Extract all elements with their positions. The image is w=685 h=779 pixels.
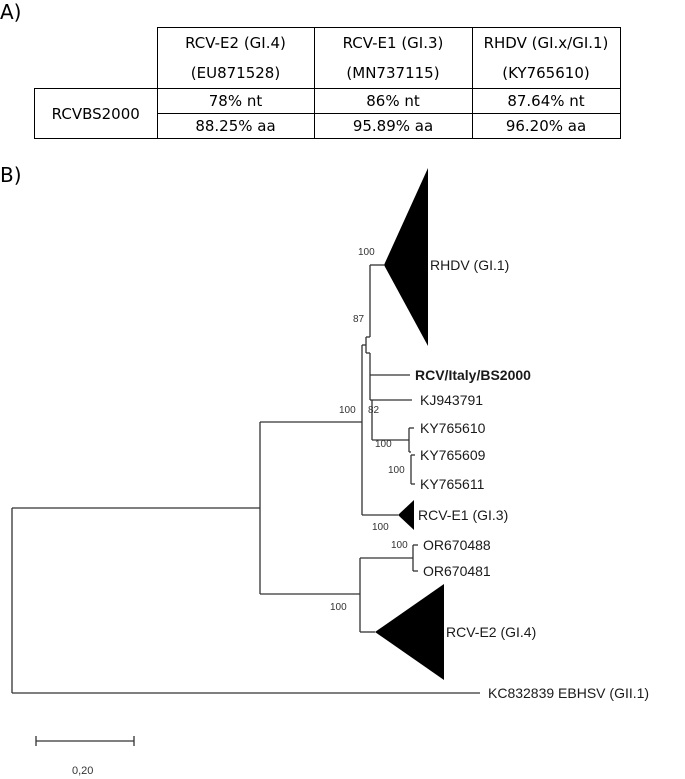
identity-table-corner xyxy=(35,28,158,89)
bootstrap-rhdv: 100 xyxy=(358,247,375,258)
taxon-label-kj943791: KJ943791 xyxy=(420,392,483,408)
column-header-line2: (MN737115) xyxy=(346,64,440,82)
nt-identity-cell: 87.64% nt xyxy=(471,88,621,114)
aa-identity-cell: 88.25% aa xyxy=(156,113,315,139)
taxon-label-bs2000: RCV/Italy/BS2000 xyxy=(415,367,531,383)
column-header-rcv-e2: RCV-E2 (GI.4) (EU871528) xyxy=(156,27,315,89)
column-header-line2: (KY765610) xyxy=(502,64,590,82)
identity-table-nt-row: RCVBS2000 78% nt 86% nt 87.64% nt xyxy=(34,88,621,139)
column-header-line1: RCV-E1 (GI.3) xyxy=(342,34,444,52)
rcv-e1-collapsed-clade xyxy=(398,500,414,530)
bootstrap-ky-a: 100 xyxy=(375,439,392,450)
aa-identity-cell: 95.89% aa xyxy=(313,113,473,139)
identity-table: RCV-E2 (GI.4) (EU871528) RCV-E1 (GI.3) (… xyxy=(34,27,621,139)
column-header-rcv-e1: RCV-E1 (GI.3) (MN737115) xyxy=(313,27,473,89)
bootstrap-e2-clade: 100 xyxy=(330,602,347,613)
taxon-label-or670488: OR670488 xyxy=(423,537,491,553)
taxon-label-or670481: OR670481 xyxy=(423,563,491,579)
taxon-label-ky765611: KY765611 xyxy=(420,476,485,492)
column-header-line2: (EU871528) xyxy=(190,64,281,82)
column-header-rhdv: RHDV (GI.x/GI.1) (KY765610) xyxy=(471,27,621,89)
bootstrap-rcv-e1: 100 xyxy=(372,522,389,533)
phylogenetic-tree: RHDV (GI.1) RCV/Italy/BS2000 KJ943791 KY… xyxy=(11,168,649,777)
taxon-label-ky765610: KY765610 xyxy=(420,420,486,436)
scale-bar: 0,20 xyxy=(35,736,135,777)
rhdv-collapsed-clade xyxy=(384,168,428,346)
identity-table-header-row: RCV-E2 (GI.4) (EU871528) RCV-E1 (GI.3) (… xyxy=(35,27,621,89)
column-header-line1: RHDV (GI.x/GI.1) xyxy=(483,34,609,52)
rcv-e2-collapsed-clade xyxy=(375,584,444,680)
panel-b-label: B) xyxy=(0,163,22,187)
taxon-label-rcv-e2: RCV-E2 (GI.4) xyxy=(446,624,536,640)
bootstrap-lagovirus: 100 xyxy=(339,405,356,416)
nt-identity-cell: 78% nt xyxy=(156,88,315,114)
identity-table-aa-row: 88.25% aa 95.89% aa 96.20% aa xyxy=(35,113,621,139)
bootstrap-ky-b: 100 xyxy=(388,465,405,476)
taxon-label-rcv-e1: RCV-E1 (GI.3) xyxy=(418,507,508,523)
aa-identity-cell: 96.20% aa xyxy=(471,113,621,139)
taxon-label-ebhsv: KC832839 EBHSV (GII.1) xyxy=(488,685,649,701)
row-label-rcvbs2000: RCVBS2000 xyxy=(34,88,158,139)
taxon-label-rhdv: RHDV (GI.1) xyxy=(430,257,509,273)
nt-identity-cell: 86% nt xyxy=(313,88,473,114)
taxon-label-ky765609: KY765609 xyxy=(420,447,486,463)
bootstrap-or: 100 xyxy=(391,540,408,551)
column-header-line1: RCV-E2 (GI.4) xyxy=(185,34,286,52)
tree-branches xyxy=(11,264,480,694)
bootstrap-87: 87 xyxy=(353,314,365,325)
bootstrap-82: 82 xyxy=(368,405,380,416)
panel-a-label: A) xyxy=(0,0,22,24)
scale-bar-label: 0,20 xyxy=(72,765,93,777)
